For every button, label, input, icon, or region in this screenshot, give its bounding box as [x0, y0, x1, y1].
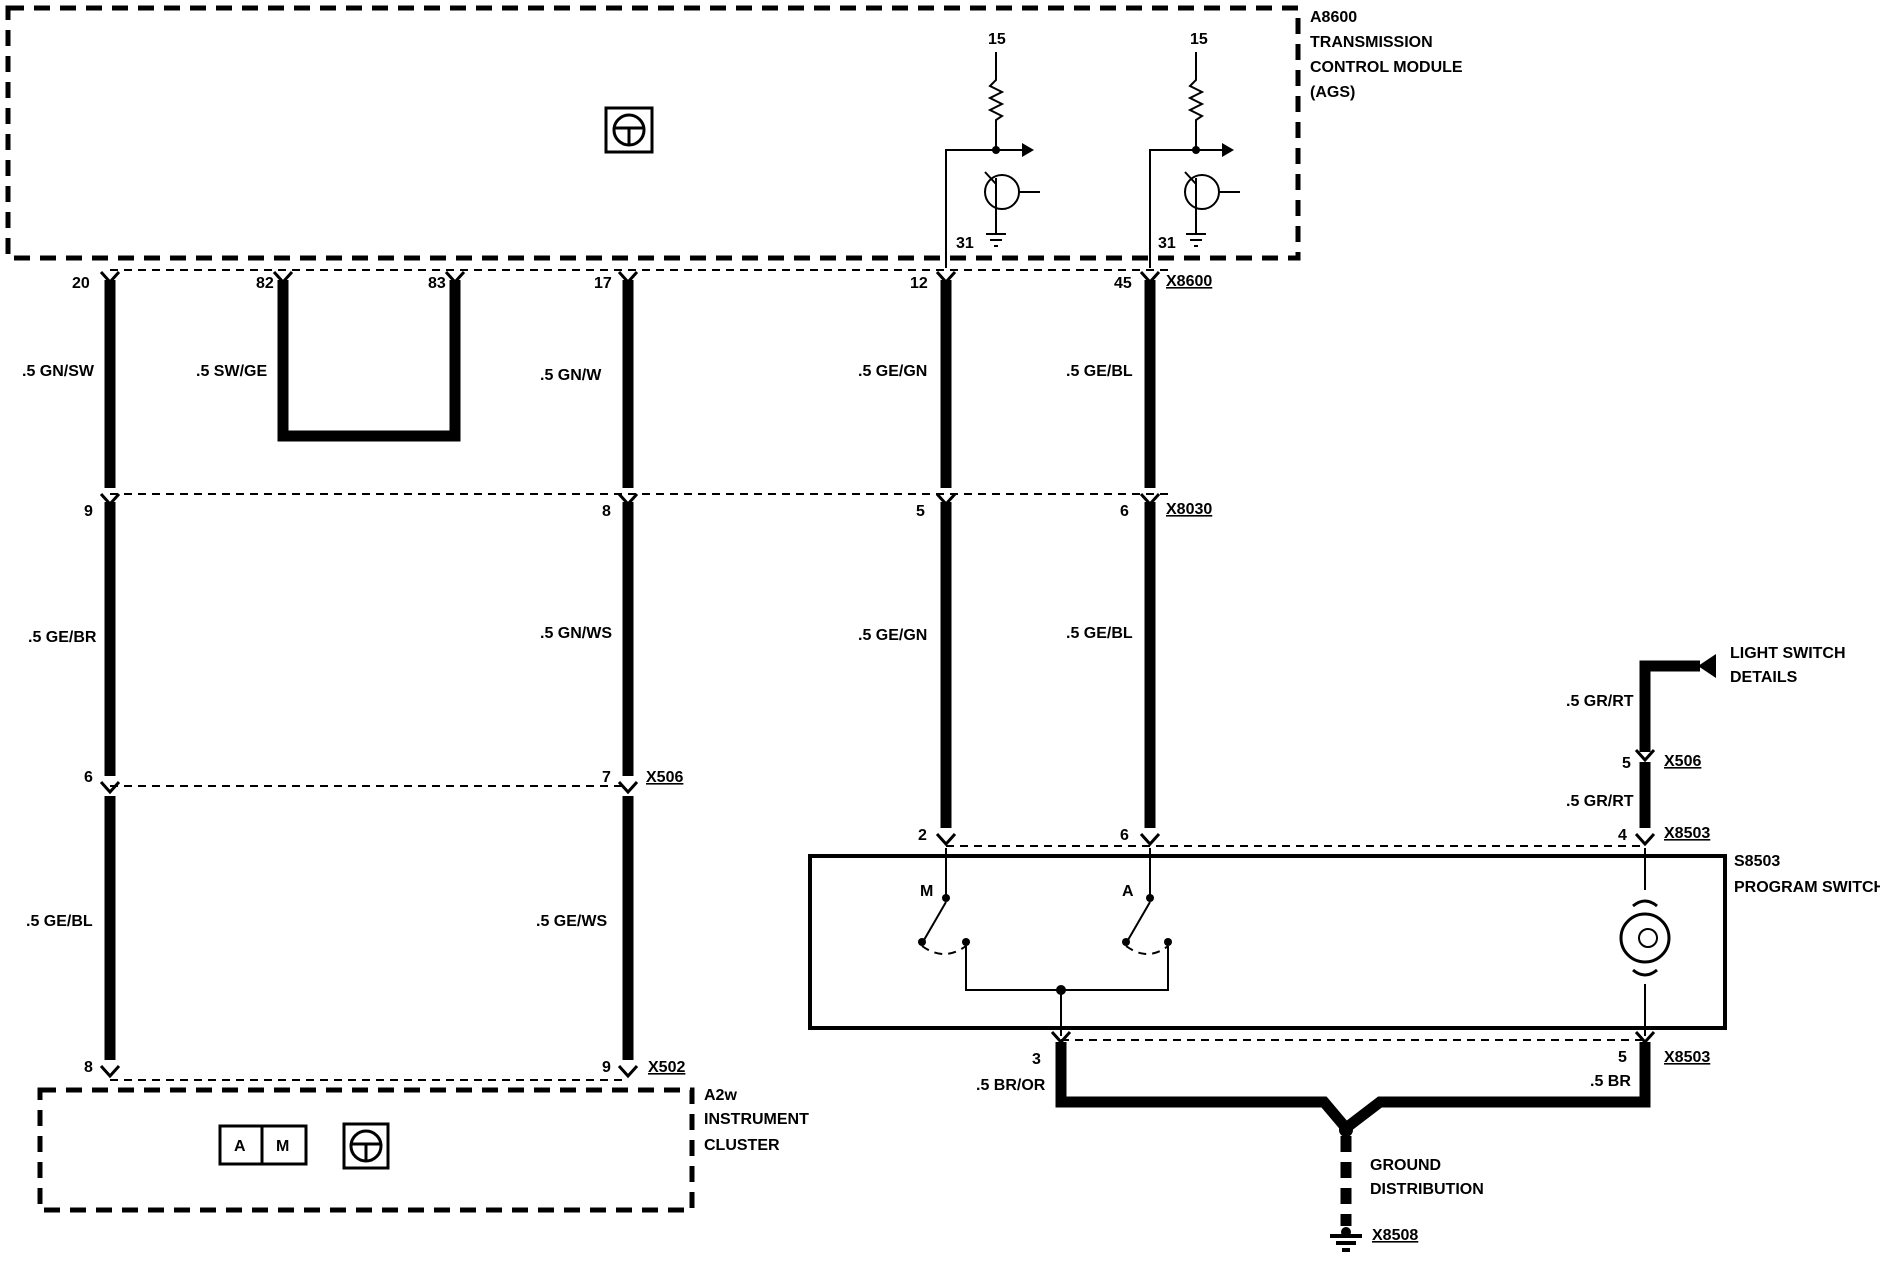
ground-31-left-label: 31	[956, 235, 974, 252]
pin-83: 83	[428, 275, 446, 292]
wire-br-label: .5 BR	[1590, 1073, 1631, 1090]
wire-gr-rt-bottom-label: .5 GR/RT	[1566, 793, 1634, 810]
cluster-a-label: A	[234, 1138, 246, 1155]
pin-tabs	[99, 270, 1656, 1079]
cluster-name-line2: CLUSTER	[704, 1137, 780, 1154]
connector-x8503-bottom: 3 5 X8503	[1032, 1039, 1710, 1068]
x8503-bottom-pin-3: 3	[1032, 1051, 1041, 1068]
tcm-name-line1: TRANSMISSION	[1310, 34, 1433, 51]
x8503-top-label: X8503	[1664, 825, 1710, 842]
wire-gr-rt-top-label: .5 GR/RT	[1566, 693, 1634, 710]
switch-a-contact-icon	[1122, 848, 1172, 955]
cluster-boundary	[37, 1087, 695, 1213]
x506-right-label: X506	[1664, 753, 1701, 770]
wire-ge-gn-middle-label: .5 GE/GN	[858, 627, 927, 644]
transistor-right-icon: 15 31	[1149, 31, 1240, 268]
cluster-id-label: A2w	[704, 1087, 737, 1104]
connector-x8600: 20 82 83 17 12 45 X8600	[72, 269, 1212, 292]
x506-right-pin-5: 5	[1622, 755, 1631, 772]
wire-gn-w-label: .5 GN/W	[540, 367, 602, 384]
wire-ge-ws-label: .5 GE/WS	[536, 913, 607, 930]
cluster-am-indicator: A M	[218, 1124, 308, 1166]
wire-br-or-label: .5 BR/OR	[976, 1077, 1046, 1094]
x8503-pin-6: 6	[1120, 827, 1129, 844]
x506-left-label: X506	[646, 769, 683, 786]
x8503-pin-2: 2	[918, 827, 927, 844]
wire-ge-bl-lower-label: .5 GE/BL	[26, 913, 93, 930]
wire-ge-br-label: .5 GE/BR	[28, 629, 97, 646]
ground-distribution-line2: DISTRIBUTION	[1370, 1181, 1484, 1198]
cluster-name-line1: INSTRUMENT	[704, 1111, 809, 1128]
upper-wires: .5 GN/SW .5 SW/GE .5 GN/W .5 GE/GN .5 GE…	[22, 280, 1156, 488]
ground-distribution-line1: GROUND	[1370, 1157, 1441, 1174]
lower-left-wires: .5 GE/BL .5 GE/WS	[26, 796, 634, 1060]
pin-12: 12	[910, 275, 928, 292]
x506-pin-6: 6	[84, 769, 93, 786]
tcm-module: A8600 TRANSMISSION CONTROL MODULE (AGS) …	[5, 5, 1463, 268]
x8030-pin-9: 9	[84, 503, 93, 520]
x8600-label: X8600	[1166, 273, 1212, 290]
x8503-bottom-label: X8503	[1664, 1049, 1710, 1066]
tcm-name-line3: (AGS)	[1310, 84, 1355, 101]
cluster-steering-wheel-icon	[342, 1122, 390, 1170]
ground-31-right-label: 31	[1158, 235, 1176, 252]
light-switch-feed: LIGHT SWITCH DETAILS .5 GR/RT 5 X506 .5 …	[1566, 645, 1846, 828]
switch-m-contact-icon	[918, 848, 1169, 991]
light-switch-line1: LIGHT SWITCH	[1730, 645, 1846, 662]
x506-pin-7: 7	[602, 769, 611, 786]
connector-x506-left: 6 7 X506	[84, 769, 683, 787]
wire-gn-sw-label: .5 GN/SW	[22, 363, 95, 380]
wire-ge-bl-middle-label: .5 GE/BL	[1066, 625, 1133, 642]
program-switch-id-label: S8503	[1734, 853, 1780, 870]
wire-sw-ge-label: .5 SW/GE	[196, 363, 267, 380]
light-switch-line2: DETAILS	[1730, 669, 1798, 686]
x8030-pin-6: 6	[1120, 503, 1129, 520]
tcm-boundary	[5, 5, 1301, 261]
x8508-label: X8508	[1372, 1227, 1418, 1244]
connector-x8030: 9 8 5 6 X8030	[84, 493, 1212, 520]
ground-icon	[1330, 1227, 1362, 1252]
program-switch-name-label: PROGRAM SWITCH	[1734, 879, 1880, 896]
pin-45: 45	[1114, 275, 1132, 292]
wire-ge-bl-upper-label: .5 GE/BL	[1066, 363, 1133, 380]
x502-pin-9: 9	[602, 1059, 611, 1076]
pin-82: 82	[256, 275, 274, 292]
middle-wires: .5 GE/BR .5 GN/WS .5 GE/GN .5 GE/BL	[28, 502, 1156, 828]
connector-x8503-top: 2 6 4 X8503	[918, 825, 1710, 847]
wire-gn-ws-label: .5 GN/WS	[540, 625, 612, 642]
wire-ge-gn-upper-label: .5 GE/GN	[858, 363, 927, 380]
lamp-icon	[1619, 848, 1671, 1036]
x502-label: X502	[648, 1059, 685, 1076]
x8030-pin-8: 8	[602, 503, 611, 520]
power-15-left-label: 15	[988, 31, 1006, 48]
power-15-right-label: 15	[1190, 31, 1208, 48]
connector-arrow-icon	[1698, 654, 1716, 678]
transistor-left-icon: 15 31	[945, 31, 1040, 268]
switch-a-label: A	[1122, 883, 1134, 900]
steering-wheel-icon	[604, 106, 654, 154]
switch-m-label: M	[920, 883, 933, 900]
program-switch: S8503 PROGRAM SWITCH M A	[808, 848, 1880, 1036]
x502-pin-8: 8	[84, 1059, 93, 1076]
cluster-m-label: M	[276, 1138, 289, 1155]
tcm-id-label: A8600	[1310, 9, 1357, 26]
pin-17: 17	[594, 275, 612, 292]
x8503-bottom-pin-5: 5	[1618, 1049, 1627, 1066]
x8030-pin-5: 5	[916, 503, 925, 520]
instrument-cluster: A2w INSTRUMENT CLUSTER A M	[37, 1087, 809, 1213]
ground-wiring: .5 BR/OR .5 BR GROUND DISTRIBUTION X8508	[976, 1042, 1651, 1252]
tcm-name-line2: CONTROL MODULE	[1310, 59, 1463, 76]
x8503-pin-4: 4	[1618, 827, 1627, 844]
program-switch-body	[808, 854, 1727, 1030]
connector-x502: 8 9 X502	[84, 1059, 685, 1081]
pin-20: 20	[72, 275, 90, 292]
x8030-label: X8030	[1166, 501, 1212, 518]
